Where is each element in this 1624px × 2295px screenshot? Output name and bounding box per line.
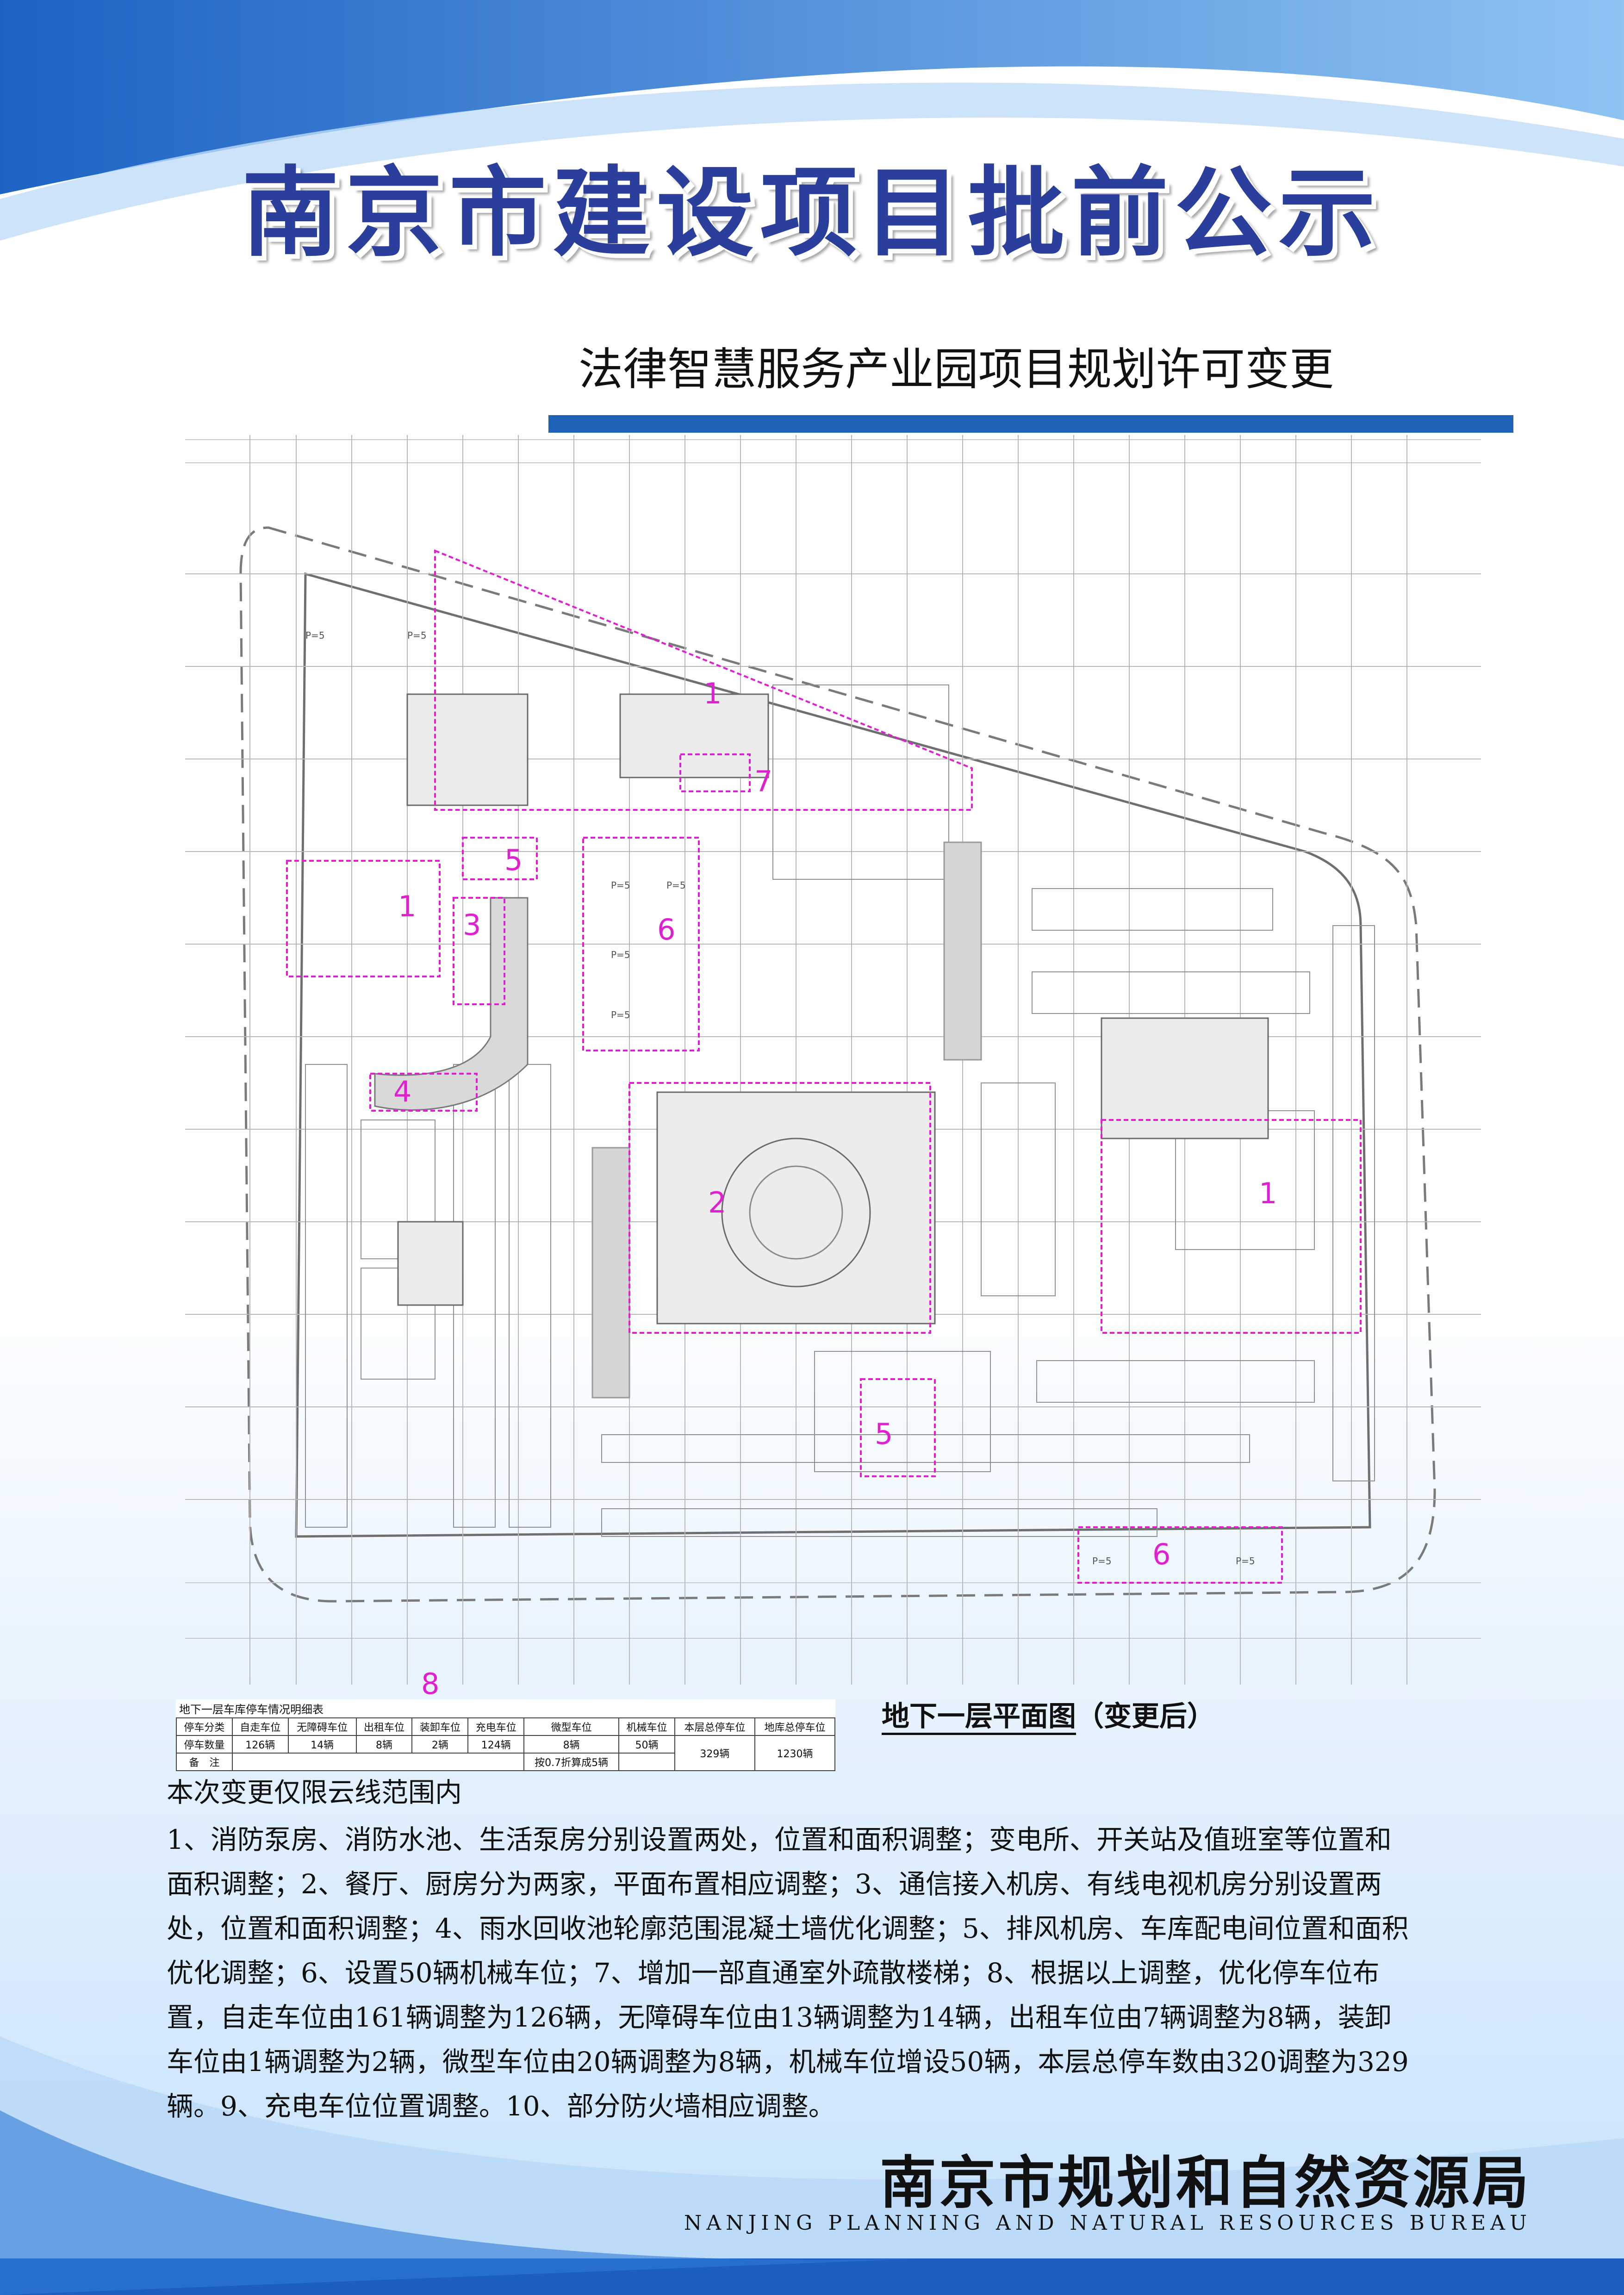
table-header-cell: 装卸车位 [411,1717,469,1736]
cloud-label: 1 [1259,1176,1277,1210]
parking-mark: P=5 [611,1009,630,1020]
table-header-cell: 地库总停车位 [754,1717,836,1736]
project-subtitle: 法律智慧服务产业园项目规划许可变更 [579,343,1334,395]
cloud-label: 2 [708,1186,726,1219]
plan-caption-note: （变更后） [1076,1700,1215,1733]
cloud-label: 5 [504,843,523,877]
notes-body: 1、消防泵房、消防水池、生活泵房分别设置两处，位置和面积调整；变电所、开关站及值… [167,1824,1409,2122]
table-cell: 329辆 [674,1735,755,1771]
table-cell: 8辆 [523,1735,620,1754]
parking-table: 地下一层车库停车情况明细表 停车分类 自走车位 无障碍车位 出租车位 装卸车位 … [176,1699,836,1771]
bureau-name-cn: 南京市规划和自然资源局 [880,2149,1531,2216]
table-header-cell: 微型车位 [523,1717,620,1736]
floor-plan-drawing: 1 7 5 1 3 6 4 2 1 5 6 8 P=5 P=5 P=5 P=5 … [185,435,1481,1701]
table-cell [618,1753,675,1771]
parking-mark: P=5 [611,880,630,891]
table-cell: 124辆 [467,1735,525,1754]
table-cell: 8辆 [355,1735,413,1754]
cloud-label: 5 [875,1417,893,1451]
notes-lead: 本次变更仅限云线范围内 [167,1777,462,1808]
page-title: 南京市建设项目批前公示 [242,155,1382,270]
table-cell: 14辆 [287,1735,357,1754]
cloud-label: 1 [398,889,416,923]
table-header-cell: 无障碍车位 [287,1717,357,1736]
cloud-label: 8 [421,1667,439,1701]
table-header-cell: 自走车位 [231,1717,289,1736]
parking-mark: P=5 [305,630,325,641]
table-cell: 2辆 [411,1735,469,1754]
table-header-cell: 机械车位 [618,1717,675,1736]
table-cell: 50辆 [618,1735,675,1754]
parking-mark: P=5 [1236,1555,1255,1567]
table-header-cell: 充电车位 [467,1717,525,1736]
table-cell: 1230辆 [754,1735,836,1771]
table-header-cell: 出租车位 [355,1717,413,1736]
cloud-label: 3 [463,908,481,942]
parking-mark: P=5 [666,880,686,891]
row-label: 备 注 [176,1753,233,1771]
bureau-name-en: NANJING PLANNING AND NATURAL RESOURCES B… [684,2211,1531,2235]
plan-caption: 地下一层平面图（变更后） [882,1694,1215,1735]
change-notes: 本次变更仅限云线范围内 1、消防泵房、消防水池、生活泵房分别设置两处，位置和面积… [167,1770,1416,2128]
cloud-label: 4 [393,1075,411,1108]
row-label: 停车分类 [176,1717,233,1736]
table-cell [231,1753,525,1771]
parking-mark: P=5 [407,630,427,641]
subtitle-underline-bar [548,415,1513,433]
row-label: 停车数量 [176,1735,233,1754]
cloud-label: 6 [657,913,675,946]
plan-caption-title: 地下一层平面图 [882,1700,1076,1735]
table-cell: 126辆 [231,1735,289,1754]
cloud-label: 6 [1152,1537,1170,1571]
parking-mark: P=5 [1092,1555,1112,1567]
cloud-label: 7 [754,765,772,798]
parking-mark: P=5 [611,949,630,960]
parking-table-title: 地下一层车库停车情况明细表 [179,1703,324,1716]
table-header-cell: 本层总停车位 [674,1717,755,1736]
table-remark-cell: 按0.7折算成5辆 [523,1753,620,1771]
cloud-label: 1 [703,677,722,710]
